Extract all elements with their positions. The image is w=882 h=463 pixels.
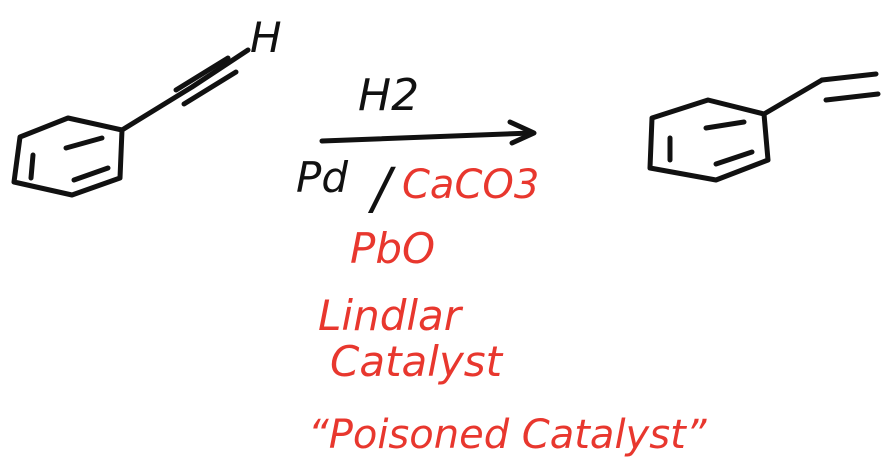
reactant-phenylacetylene: H [11, 13, 282, 198]
reactant-benzene-ring [11, 115, 125, 198]
catalyst-nickname: “Poisoned Catalyst” [308, 412, 707, 458]
product-ring-double-bond [703, 119, 747, 131]
catalyst-name-line1: Lindlar [318, 291, 464, 340]
product-vinyl-double-bond [819, 71, 879, 83]
reactant-ring-double-bond [71, 165, 111, 183]
product-ring-double-bond [713, 149, 755, 167]
arrow-shaft [319, 130, 535, 144]
reactant-alkyne-bond [119, 47, 251, 133]
reactant-alkyne-bond [181, 69, 239, 107]
reactant-alkyne-bond [173, 55, 231, 93]
reaction-arrow [319, 119, 537, 146]
product-styrene [647, 71, 881, 183]
reactant-ring-double-bond [28, 152, 36, 181]
arrow-head [507, 119, 537, 146]
catalyst-poison: PbO [350, 224, 435, 273]
catalyst-name-line2: Catalyst [330, 337, 504, 386]
catalyst-support: CaCO3 [402, 162, 539, 208]
product-vinyl-single-bond [761, 77, 825, 117]
product-vinyl-double-bond [823, 91, 881, 103]
product-benzene-ring [647, 97, 771, 183]
catalyst-separator: / [367, 157, 396, 222]
reactant-hydrogen-label: H [250, 13, 282, 62]
reagent-hydrogen-gas: H2 [358, 70, 419, 121]
catalyst-metal: Pd [296, 153, 348, 202]
reactant-ring-double-bond [63, 135, 105, 151]
